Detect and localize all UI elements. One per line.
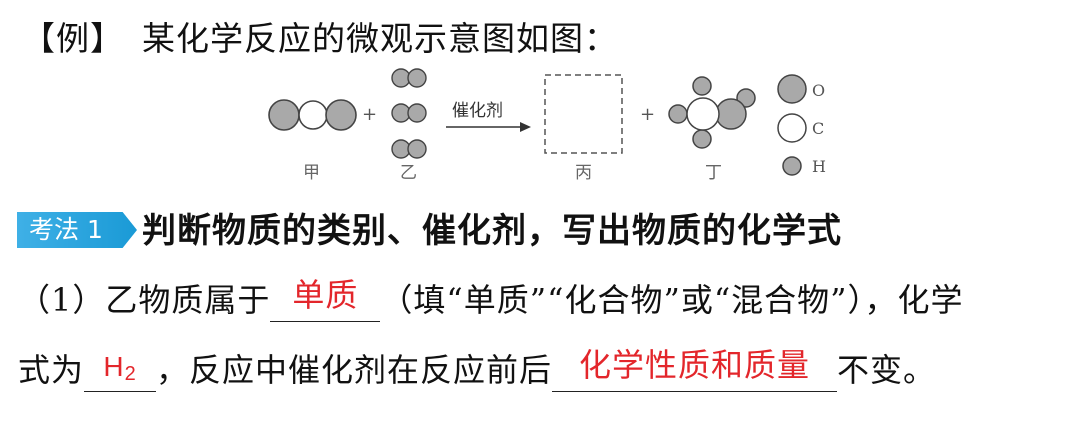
question-1-line2-suffix: 不变。 xyxy=(837,351,937,389)
answer-formula: H2 xyxy=(103,351,137,385)
section-heading: 判断物质的类别、催化剂，写出物质的化学式 xyxy=(142,211,842,251)
reaction-arrow xyxy=(446,122,531,132)
catalyst-label: 催化剂 xyxy=(452,101,503,121)
legend-label-c: C xyxy=(812,119,824,138)
answer-blank-category[interactable]: 单质 xyxy=(270,276,381,322)
reaction-diagram: + 催化剂 + O C xyxy=(0,60,1080,200)
question-1-line2-middle: ，反应中催化剂在反应前后 xyxy=(156,351,553,389)
molecule-yi-h2-group xyxy=(391,68,427,159)
plus-sign: + xyxy=(362,104,377,125)
question-1-line-1: （1）乙物质属于单质 （填“单质”“化合物”或“混合物”），化学 xyxy=(18,276,964,322)
plus-sign: + xyxy=(640,104,655,125)
legend-oxygen-icon xyxy=(777,74,807,104)
answer-unchanged: 化学性质和质量 xyxy=(579,346,811,384)
example-prompt-line: 【例】某化学反应的微观示意图如图： xyxy=(22,18,618,60)
answer-blank-unchanged[interactable]: 化学性质和质量 xyxy=(552,346,838,392)
question-1-line-2: 式为 H2 ，反应中催化剂在反应前后化学性质和质量不变。 xyxy=(18,346,937,392)
label-yi: 乙 xyxy=(400,163,417,183)
molecule-ding-ch3oh xyxy=(668,76,756,149)
molecule-jia-co2 xyxy=(268,99,357,131)
question-1-middle: （填“单质”“化合物”或“混合物”），化学 xyxy=(380,281,964,319)
label-jia: 甲 xyxy=(303,163,320,183)
answer-category: 单质 xyxy=(292,276,359,314)
legend-label-h: H xyxy=(812,157,826,176)
atom-legend xyxy=(777,74,807,176)
legend-hydrogen-icon xyxy=(782,156,802,176)
question-1-prefix: （1）乙物质属于 xyxy=(18,281,271,319)
formula-subscript: 2 xyxy=(124,363,137,385)
formula-base: H xyxy=(103,351,125,382)
unknown-product-box xyxy=(544,74,623,154)
example-label: 【例】 xyxy=(22,19,124,58)
question-1-line2-prefix: 式为 xyxy=(18,351,85,389)
label-ding: 丁 xyxy=(705,163,722,183)
legend-carbon-icon xyxy=(777,113,807,143)
method-badge: 考法 1 xyxy=(17,212,137,248)
label-bing: 丙 xyxy=(575,163,592,183)
legend-label-o: O xyxy=(812,81,825,100)
answer-blank-formula[interactable]: H2 xyxy=(84,351,157,392)
example-prompt: 某化学反应的微观示意图如图： xyxy=(142,19,618,58)
